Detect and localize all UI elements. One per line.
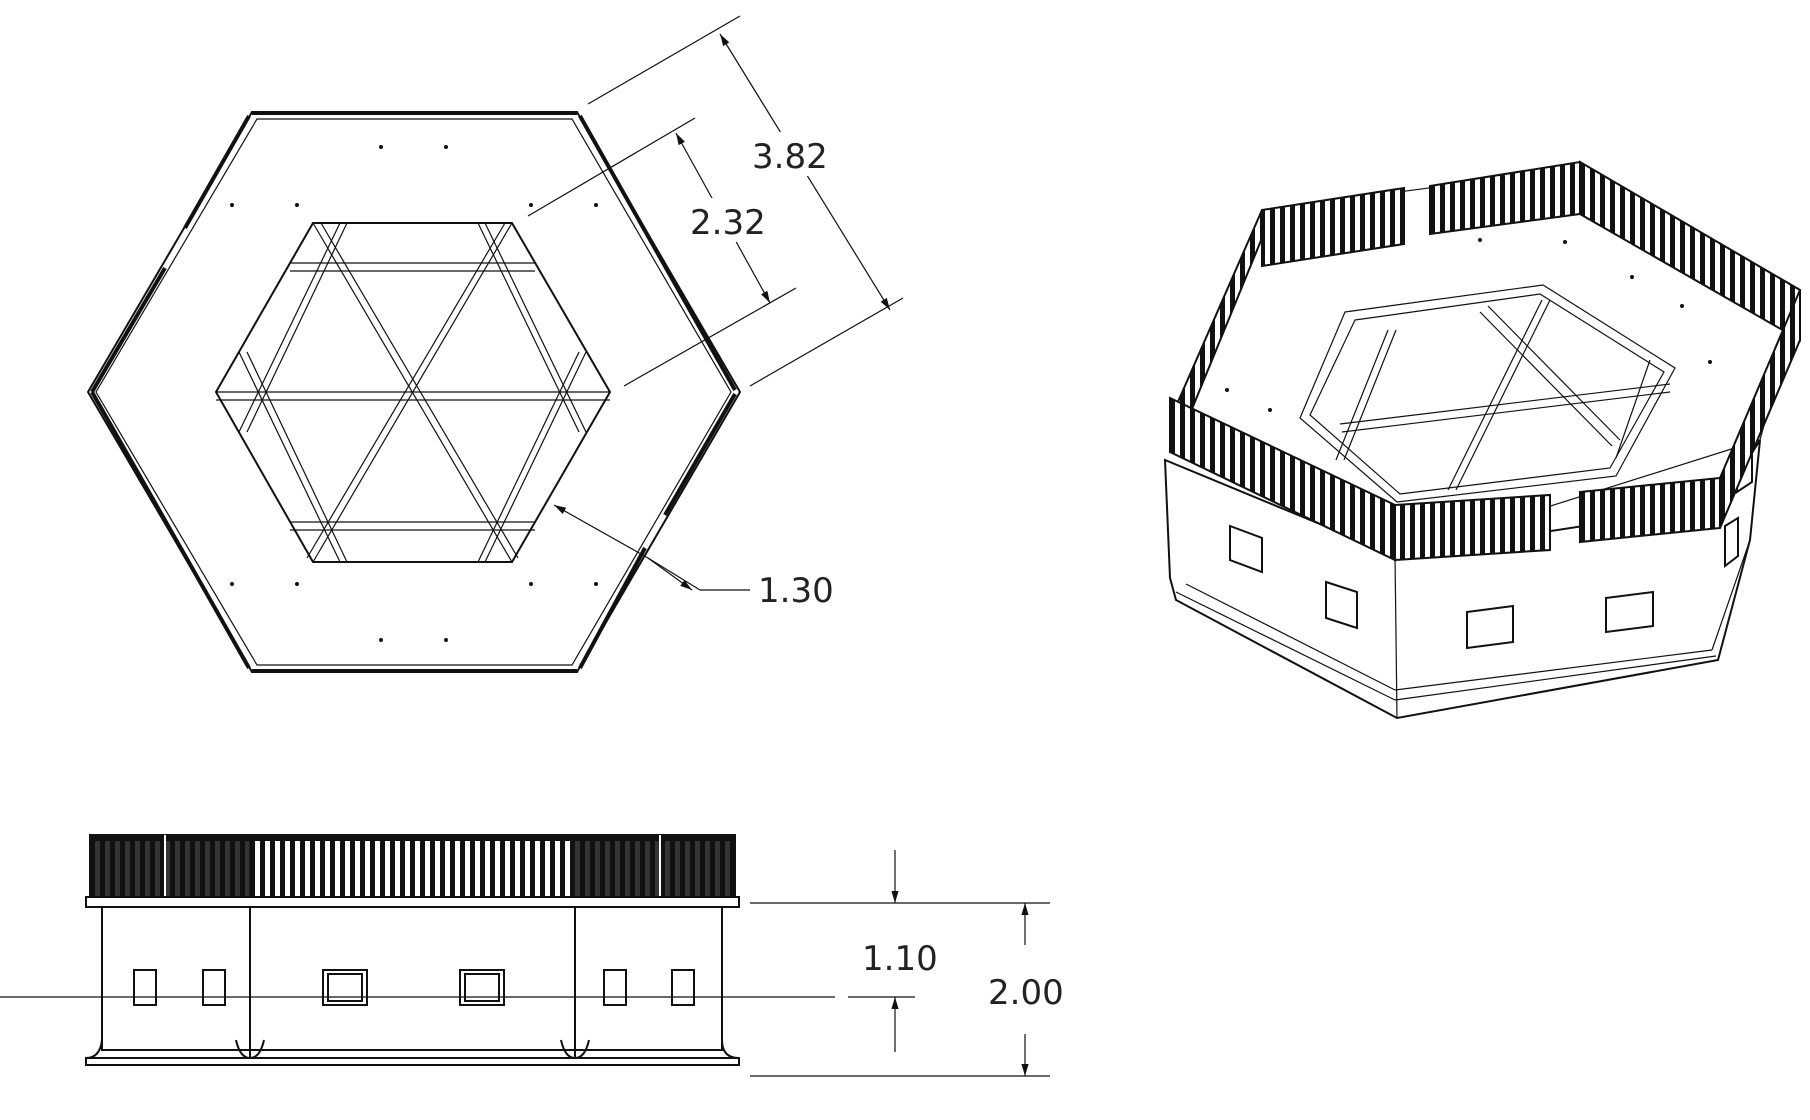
iso-windows (1229, 438, 1753, 650)
isometric-view (1163, 160, 1801, 720)
dimension-total-height-label: 2.00 (988, 973, 1064, 1013)
front-cap (85, 896, 740, 908)
iso-skylight (1299, 284, 1676, 503)
outer-hexagon-inner-edge (95, 118, 732, 666)
front-windows (133, 969, 695, 1006)
dimension-window-height-label: 1.10 (862, 939, 938, 979)
top-rail-edges (90, 111, 737, 673)
dimension-wall: 1.30 (553, 504, 834, 611)
front-walls (101, 906, 723, 1051)
dimension-outer-label: 3.82 (752, 137, 828, 177)
dimension-inner-label: 2.32 (690, 203, 766, 243)
skylight-grid (216, 222, 610, 563)
fixing-dots (230, 145, 598, 642)
dimension-wall-label: 1.30 (758, 571, 834, 611)
front-view: 1.10 2.00 (0, 834, 1068, 1077)
dimension-inner: 2.32 (527, 117, 797, 387)
iso-railings (1168, 160, 1801, 562)
iso-base-outline (1163, 439, 1761, 720)
top-view: 3.82 2.32 1.30 (86, 15, 904, 673)
dimension-window-height: 1.10 (750, 850, 1050, 1052)
iso-deck-dots (1225, 238, 1712, 412)
dimension-total-height: 2.00 (750, 903, 1068, 1077)
